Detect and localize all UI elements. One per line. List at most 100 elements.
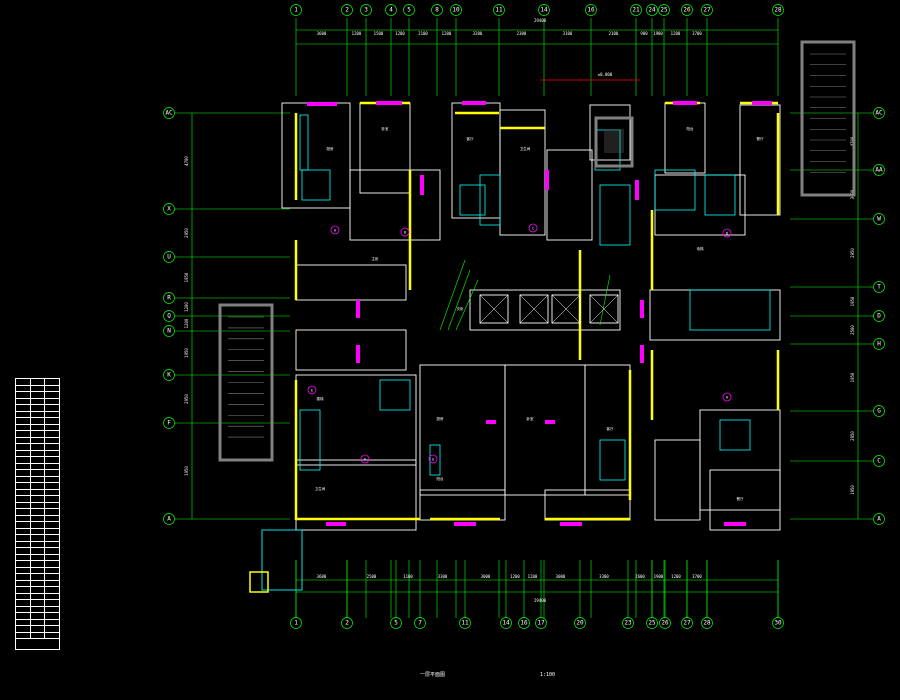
axis-right-label: AA — [875, 167, 883, 174]
dimension-value-left: 4700 — [184, 156, 189, 166]
legend-cell — [45, 555, 59, 561]
elevator-cross — [551, 294, 581, 324]
legend-row — [16, 502, 59, 509]
dimension-value-top: 2100 — [418, 31, 428, 36]
axis-top-circle — [772, 4, 784, 16]
room-wall — [664, 102, 706, 174]
legend-cell — [16, 613, 31, 619]
legend-cell — [45, 503, 59, 509]
legend-row — [16, 444, 59, 451]
axis-left-circle — [163, 310, 175, 322]
legend-cell — [45, 581, 59, 587]
legend-cell — [31, 626, 46, 632]
fixture-outline — [459, 184, 486, 216]
legend-cell — [16, 450, 31, 456]
axis-top-label: 10 — [452, 7, 460, 14]
dimension-value-top: 1200 — [671, 31, 681, 36]
legend-cell — [16, 528, 31, 534]
elevator-cross — [589, 294, 619, 324]
legend-cell — [45, 392, 59, 398]
axis-bottom-label: 7 — [418, 620, 422, 627]
fixture-outline — [719, 419, 751, 451]
axis-top-label: 28 — [774, 7, 782, 14]
legend-row — [16, 528, 59, 535]
legend-cell — [16, 606, 31, 612]
dimension-value-right: 2500 — [850, 325, 855, 335]
legend-cell — [31, 613, 46, 619]
legend-cell — [16, 437, 31, 443]
legend-cell — [16, 392, 31, 398]
legend-row — [16, 496, 59, 503]
axis-right-label: AC — [875, 110, 883, 117]
legend-cell — [16, 385, 31, 391]
legend-row — [16, 567, 59, 574]
dimension-total-bottom: 29400 — [534, 598, 547, 603]
legend-cell — [31, 398, 46, 404]
legend-cell — [31, 444, 46, 450]
axis-left-label: AC — [165, 110, 173, 117]
dimension-value-right: 2950 — [850, 431, 855, 441]
dimension-value-right: 2950 — [850, 248, 855, 258]
elevator-shaft — [519, 294, 549, 324]
unit-tag-circle — [722, 392, 732, 402]
legend-cell — [16, 580, 31, 586]
room-wall — [546, 149, 593, 241]
legend-cell — [31, 379, 46, 385]
legend-cell — [16, 509, 31, 515]
legend-cell — [45, 542, 59, 548]
legend-cell — [16, 411, 31, 417]
legend-cell — [16, 561, 31, 567]
legend-cell — [45, 529, 59, 535]
door-mark — [356, 345, 360, 363]
door-mark — [420, 175, 424, 195]
axis-top-circle — [341, 4, 353, 16]
legend-cell — [45, 477, 59, 483]
legend-cell — [16, 379, 31, 385]
legend-cell — [31, 385, 46, 391]
legend-cell — [31, 431, 46, 437]
dimension-value-top: 3700 — [692, 31, 702, 36]
legend-cell — [16, 567, 31, 573]
axis-bottom-label: 17 — [537, 620, 545, 627]
axis-top-circle — [360, 4, 372, 16]
legend-cell — [45, 483, 59, 489]
axis-top-label: 8 — [435, 7, 439, 14]
legend-cell — [31, 483, 46, 489]
legend-cell — [16, 431, 31, 437]
leader-line — [447, 269, 471, 331]
legend-cell — [16, 587, 31, 593]
room-wall — [281, 102, 351, 209]
legend-cell — [45, 457, 59, 463]
axis-top-circle — [403, 4, 415, 16]
axis-right-label: D — [877, 313, 881, 320]
dimension-value-left: 2950 — [184, 394, 189, 404]
legend-cell — [45, 425, 59, 431]
legend-cell — [31, 463, 46, 469]
fixture-outline — [299, 409, 321, 471]
stair-core — [594, 116, 634, 168]
axis-bottom-circle — [390, 617, 402, 629]
legend-row — [16, 489, 59, 496]
room-label: 客厅 — [467, 136, 475, 141]
axis-bottom-label: 14 — [502, 620, 510, 627]
legend-row — [16, 606, 59, 613]
axis-top-label: 24 — [648, 7, 656, 14]
axis-top-circle — [701, 4, 713, 16]
legend-cell — [31, 437, 46, 443]
dimension-value-bottom: 2600 — [635, 574, 645, 579]
legend-cell — [16, 541, 31, 547]
legend-cell — [16, 502, 31, 508]
axis-bottom-label: 25 — [648, 620, 656, 627]
legend-cell — [45, 490, 59, 496]
axis-bottom-label: 26 — [661, 620, 669, 627]
legend-row — [16, 424, 59, 431]
elevator-cross — [479, 294, 509, 324]
legend-cell — [31, 509, 46, 515]
legend-cell — [31, 470, 46, 476]
dimension-value-bottom: 1200 — [671, 574, 681, 579]
dimension-value-left: 1950 — [184, 348, 189, 358]
legend-cell — [16, 626, 31, 632]
axis-left-circle — [163, 513, 175, 525]
axis-top-label: 14 — [540, 7, 548, 14]
